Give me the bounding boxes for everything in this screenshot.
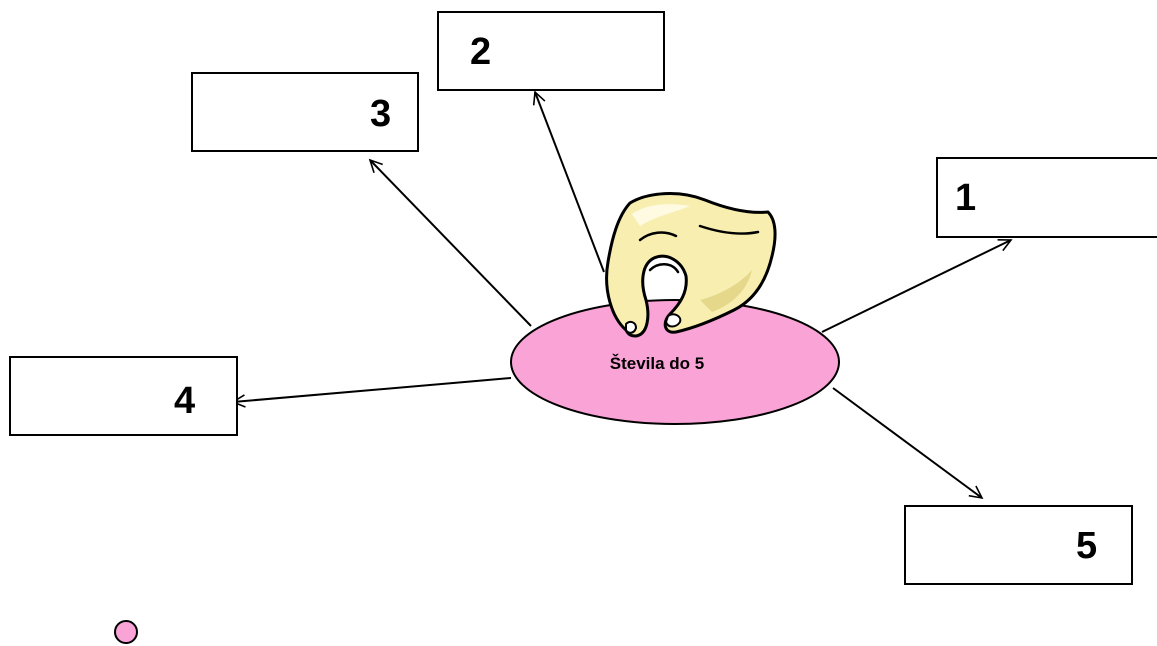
- arrow-to-box-1: [821, 239, 1013, 333]
- center-node: Števila do 5: [510, 299, 840, 425]
- arrows: [231, 90, 1013, 500]
- legend-marker: [114, 620, 138, 644]
- box-3: 3: [191, 72, 419, 152]
- arrow-to-box-5: [832, 387, 984, 500]
- arrow-to-box-4: [231, 377, 512, 408]
- center-label: Števila do 5: [610, 354, 704, 373]
- box-4-label: 4: [174, 380, 195, 422]
- box-5: 5: [904, 505, 1133, 585]
- box-1: 1: [936, 157, 1157, 238]
- box-2-label: 2: [470, 31, 491, 73]
- box-4: 4: [9, 356, 238, 436]
- box-5-label: 5: [1076, 525, 1097, 567]
- arrow-to-box-2: [532, 90, 605, 273]
- box-1-label: 1: [955, 177, 976, 219]
- pinching-hand-icon: [605, 192, 777, 338]
- box-2: 2: [437, 11, 665, 91]
- arrow-to-box-3: [368, 158, 532, 327]
- box-3-label: 3: [370, 93, 391, 135]
